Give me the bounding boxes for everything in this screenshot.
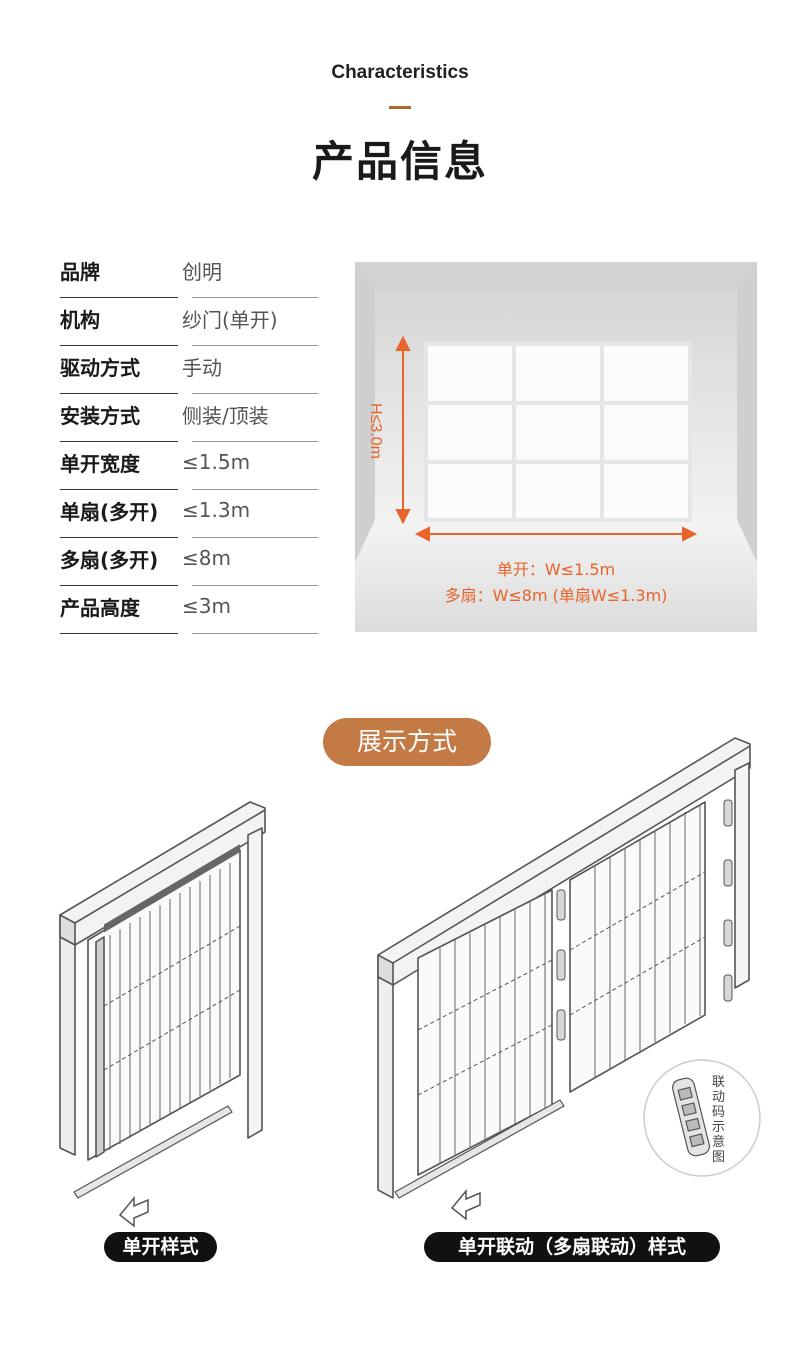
caption-multi: 单开联动（多扇联动）样式 (424, 1232, 720, 1262)
link-note-label: 联动码示意图 (712, 1075, 726, 1165)
spec-label: 安装方式 (60, 403, 140, 428)
spec-table: 品牌 创明 机构 纱门(单开) 驱动方式 手动 安装方式 侧装/顶装 单开宽度 ≤1.5m… (60, 250, 318, 634)
arrow-icon (118, 1195, 149, 1228)
spec-row: 品牌 创明 (60, 250, 318, 298)
spec-value: ≤8m (182, 546, 231, 570)
title-divider (389, 106, 411, 109)
eyebrow-text: Characteristics (331, 62, 469, 83)
spec-row: 驱动方式 手动 (60, 346, 318, 394)
window-icon (424, 342, 692, 522)
dimension-diagram: H≤3.0m 单开：W≤1.5m 多扇：W≤8m (单扇W≤1.3m) (355, 262, 757, 632)
spec-label: 单扇(多开) (60, 499, 159, 524)
link-code-icon (671, 1077, 711, 1157)
arrow-icon (450, 1188, 481, 1221)
spec-value: 创明 (182, 259, 222, 284)
spec-label: 机构 (60, 307, 100, 332)
width-single-label: 单开：W≤1.5m (496, 560, 616, 579)
spec-label: 品牌 (60, 259, 100, 284)
spec-value: ≤1.3m (182, 498, 251, 522)
spec-label: 多扇(多开) (60, 547, 159, 572)
height-label: H≤3.0m (367, 403, 384, 459)
installation-illustration (59, 737, 761, 1228)
width-multi-label: 多扇：W≤8m (单扇W≤1.3m) (444, 586, 668, 605)
spec-value: ≤1.5m (182, 450, 251, 474)
spec-label: 驱动方式 (60, 355, 140, 380)
spec-value: 手动 (182, 355, 222, 380)
display-badge: 展示方式 (323, 718, 491, 766)
spec-row: 产品高度 ≤3m (60, 586, 318, 634)
spec-value: 纱门(单开) (182, 307, 278, 332)
spec-row: 安装方式 侧装/顶装 (60, 394, 318, 442)
spec-row: 单开宽度 ≤1.5m (60, 442, 318, 490)
spec-value: 侧装/顶装 (182, 403, 269, 428)
page-title: 产品信息 (311, 137, 488, 186)
caption-single: 单开样式 (104, 1232, 217, 1262)
spec-row: 机构 纱门(单开) (60, 298, 318, 346)
spec-label: 单开宽度 (60, 451, 140, 476)
link-clip-icon (556, 799, 733, 1041)
spec-value: ≤3m (182, 594, 231, 618)
spec-row: 多扇(多开) ≤8m (60, 538, 318, 586)
spec-row: 单扇(多开) ≤1.3m (60, 490, 318, 538)
spec-label: 产品高度 (60, 595, 140, 620)
